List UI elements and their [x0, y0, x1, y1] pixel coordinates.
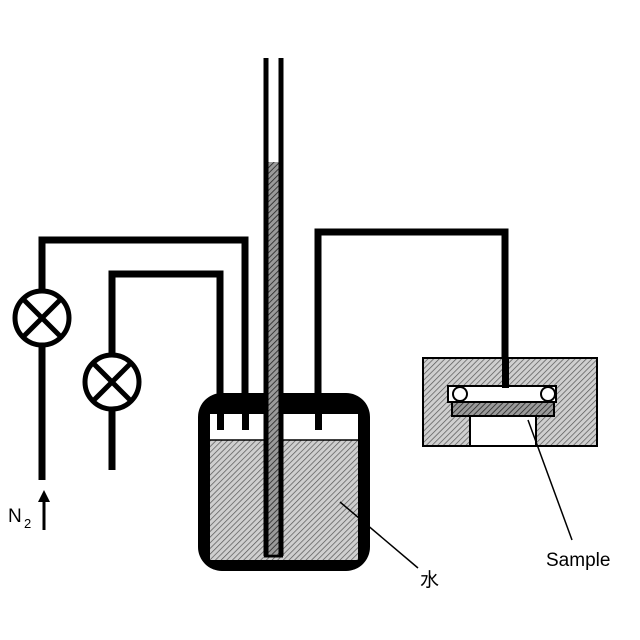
central-tube: [264, 58, 283, 556]
inlet-tube-outer: [242, 410, 249, 430]
valve-icon[interactable]: [85, 355, 139, 409]
gas-label-subscript: 2: [24, 516, 31, 531]
sample-chamber: [423, 358, 597, 446]
water-fill: [210, 440, 358, 560]
arrow-up-icon: [38, 490, 50, 530]
valve-icon[interactable]: [15, 291, 69, 345]
sample-label: Sample: [546, 550, 610, 571]
outlet-tube: [315, 410, 322, 430]
water-label: 水: [420, 569, 439, 591]
sample-plate: [452, 402, 554, 416]
inlet-tube-inner: [217, 410, 224, 430]
gas-label: N: [8, 506, 22, 527]
